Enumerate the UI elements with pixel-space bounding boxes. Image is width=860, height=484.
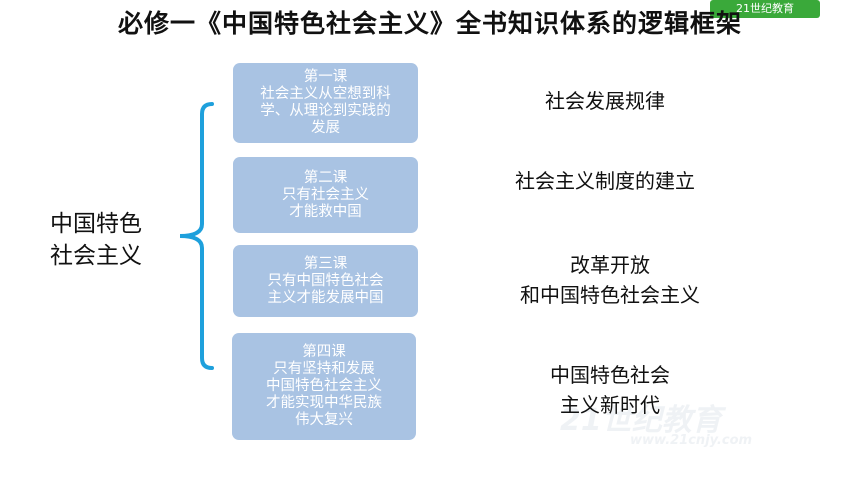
theme-4: 中国特色社会 主义新时代 xyxy=(470,360,750,420)
lesson-3-line-1: 第三课 xyxy=(303,255,348,272)
watermark-sub: www.21cnjy.com xyxy=(630,433,753,448)
root-line-1: 中国特色 xyxy=(50,211,142,237)
lesson-2-line-3: 才能救中国 xyxy=(289,203,362,220)
theme-1: 社会发展规律 xyxy=(470,86,740,116)
site-logo: 21世纪教育 xyxy=(710,0,820,18)
lesson-box-4: 第四课 只有坚持和发展 中国特色社会主义 才能实现中华民族 伟大复兴 xyxy=(232,333,416,440)
lesson-1-line-2: 社会主义从空想到科 xyxy=(260,86,391,102)
lesson-box-1: 第一课 社会主义从空想到科 学、从理论到实践的 发展 xyxy=(233,63,418,143)
theme-1-line-1: 社会发展规律 xyxy=(545,89,665,113)
theme-4-line-1: 中国特色社会 xyxy=(550,363,670,387)
theme-2-line-1: 社会主义制度的建立 xyxy=(515,169,695,193)
page-title: 必修一《中国特色社会主义》全书知识体系的逻辑框架 xyxy=(117,9,742,38)
lesson-box-2: 第二课 只有社会主义 才能救中国 xyxy=(233,157,418,233)
lesson-box-3: 第三课 只有中国特色社会 主义才能发展中国 xyxy=(233,245,418,317)
lesson-1-line-4: 发展 xyxy=(311,120,340,136)
lesson-1-line-3: 学、从理论到实践的 xyxy=(260,103,391,119)
lesson-1-line-1: 第一课 xyxy=(303,69,348,85)
lesson-4-line-1: 第四课 xyxy=(302,344,346,360)
lesson-4-line-5: 伟大复兴 xyxy=(295,412,353,428)
lesson-4-line-4: 才能实现中华民族 xyxy=(266,395,382,411)
lesson-3-line-2: 只有中国特色社会 xyxy=(267,272,384,289)
theme-2: 社会主义制度的建立 xyxy=(470,166,740,196)
theme-3: 改革开放 和中国特色社会主义 xyxy=(470,250,750,310)
lesson-4-line-2: 只有坚持和发展 xyxy=(273,361,375,377)
watermark: 21世纪教育 www.21cnjy.com xyxy=(560,395,840,455)
theme-3-line-1: 改革开放 xyxy=(570,253,650,277)
theme-4-line-2: 主义新时代 xyxy=(560,393,660,417)
root-line-2: 社会主义 xyxy=(50,243,142,269)
lesson-2-line-1: 第二课 xyxy=(303,169,348,186)
root-node: 中国特色 社会主义 xyxy=(50,208,170,272)
theme-3-line-2: 和中国特色社会主义 xyxy=(520,283,700,307)
brace-connector xyxy=(179,102,214,370)
lesson-4-line-3: 中国特色社会主义 xyxy=(266,378,382,394)
lesson-2-line-2: 只有社会主义 xyxy=(282,186,369,203)
lesson-3-line-3: 主义才能发展中国 xyxy=(267,289,384,306)
watermark-main: 21世纪教育 xyxy=(560,403,722,438)
